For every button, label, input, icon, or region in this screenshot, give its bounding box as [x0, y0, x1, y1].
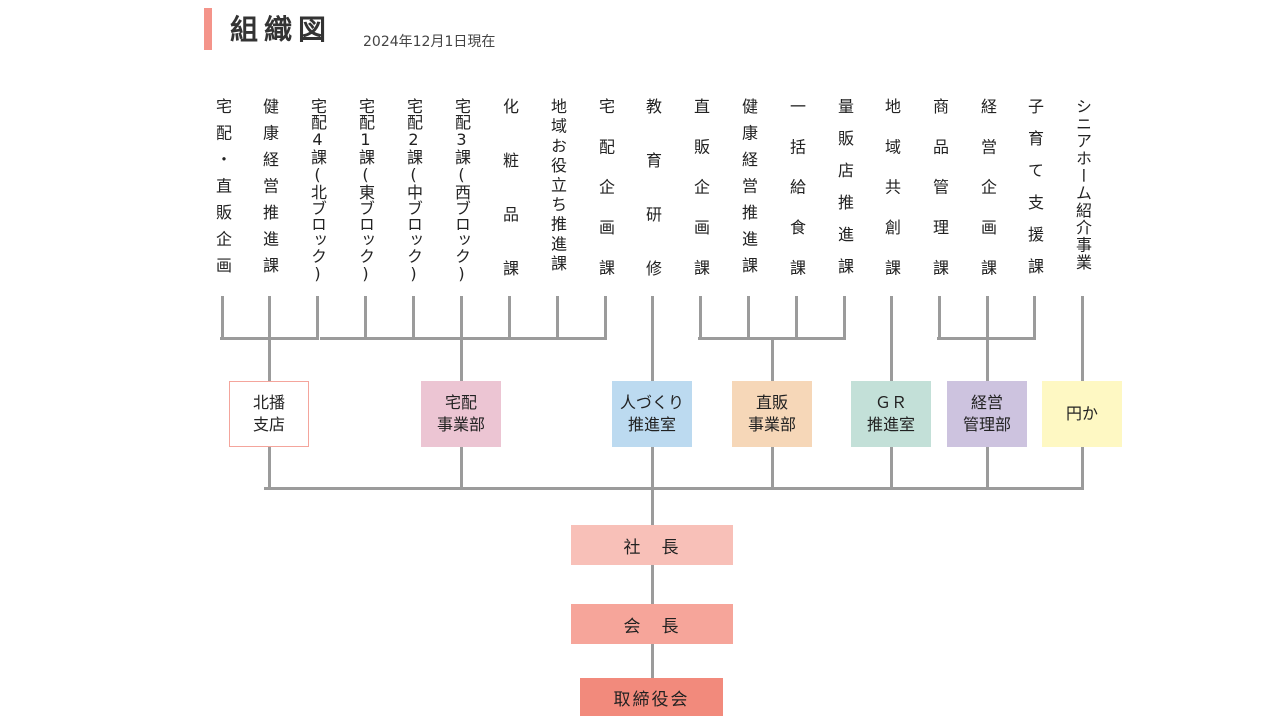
connector-line — [985, 447, 989, 489]
connector-line — [1080, 296, 1084, 381]
department-box: 円か — [1042, 381, 1122, 447]
connector-line — [411, 296, 415, 338]
connector-line — [650, 296, 654, 381]
section-label: 宅配4課(北ブロック) — [308, 98, 327, 283]
connector-line — [267, 447, 271, 489]
section-label: 化粧品課 — [500, 98, 519, 314]
connector-line — [985, 296, 989, 338]
connector-line — [315, 296, 319, 338]
department-box: 人づくり 推進室 — [612, 381, 692, 447]
department-label: 宅配 事業部 — [436, 393, 485, 434]
department-box: 宅配 事業部 — [421, 381, 501, 447]
department-label: 経営 管理部 — [962, 393, 1011, 434]
connector-line — [937, 296, 941, 338]
connector-line — [363, 296, 367, 338]
section-label: 宅配3課(西ブロック) — [452, 98, 471, 283]
connector-line — [603, 296, 607, 338]
connector-line — [267, 338, 271, 381]
department-label: 円か — [1065, 404, 1098, 423]
title-accent-bar — [204, 8, 212, 50]
chairman-label: 会 長 — [623, 616, 681, 637]
connector-line — [264, 487, 1084, 490]
connector-line — [770, 447, 774, 489]
connector-line — [650, 447, 654, 489]
connector-line — [267, 296, 271, 338]
department-label: 直販 事業部 — [747, 393, 796, 434]
connector-line — [220, 296, 224, 338]
section-label: 量販店推進課 — [835, 98, 854, 290]
connector-line — [459, 296, 463, 338]
department-box: ＧＲ 推進室 — [851, 381, 931, 447]
section-label: 宅配1課(東ブロック) — [356, 98, 375, 283]
connector-line — [650, 644, 654, 678]
connector-line — [459, 338, 463, 381]
connector-line — [794, 296, 798, 338]
board-box: 取締役会 — [580, 678, 723, 716]
section-label: 地域共創課 — [882, 98, 901, 300]
section-label: 子育て支援課 — [1025, 98, 1044, 290]
section-label: 教育研修 — [643, 98, 662, 314]
department-box: 直販 事業部 — [732, 381, 812, 447]
chairman-box: 会 長 — [571, 604, 733, 644]
connector-line — [320, 337, 607, 340]
connector-line — [507, 296, 511, 338]
section-label: 宅配企画課 — [596, 98, 615, 300]
department-box: 経営 管理部 — [947, 381, 1027, 447]
section-label: 直販企画課 — [691, 98, 710, 300]
president-label: 社 長 — [623, 537, 681, 558]
connector-line — [650, 488, 654, 525]
page-title: 組織図 — [230, 13, 333, 46]
section-label: 宅配・直販企画 — [213, 98, 232, 284]
connector-line — [650, 565, 654, 604]
department-label: ＧＲ 推進室 — [866, 393, 915, 434]
section-label: 宅配2課(中ブロック) — [404, 98, 423, 283]
connector-line — [555, 296, 559, 338]
connector-line — [889, 296, 893, 381]
department-label: 人づくり 推進室 — [619, 393, 684, 434]
connector-line — [770, 338, 774, 381]
connector-line — [698, 296, 702, 338]
section-label: 経営企画課 — [978, 98, 997, 300]
connector-line — [985, 338, 989, 381]
connector-line — [1032, 296, 1036, 338]
department-label: 北播 支店 — [252, 393, 285, 434]
connector-line — [746, 296, 750, 338]
department-box: 北播 支店 — [229, 381, 309, 447]
connector-line — [889, 447, 893, 489]
section-label: 健康経営推進課 — [260, 98, 279, 284]
president-box: 社 長 — [571, 525, 733, 565]
board-label: 取締役会 — [613, 689, 690, 710]
connector-line — [1080, 447, 1084, 489]
section-label: 健康経営推進課 — [739, 98, 758, 284]
section-label: 商品管理課 — [930, 98, 949, 300]
as-of-date: 2024年12月1日現在 — [363, 34, 496, 50]
section-label: 一括給食課 — [787, 98, 806, 300]
connector-line — [842, 296, 846, 338]
section-label: 地域お役立ち推進課 — [548, 98, 567, 275]
section-label: シニアホーム紹介事業 — [1073, 98, 1092, 271]
connector-line — [459, 447, 463, 489]
